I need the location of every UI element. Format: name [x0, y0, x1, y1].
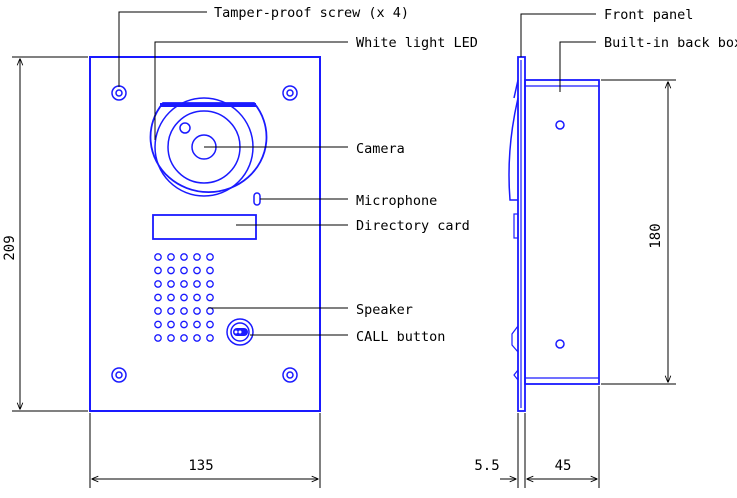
speaker-hole	[180, 320, 188, 329]
speaker-hole	[193, 334, 201, 342]
white-led-label: White light LED	[356, 35, 478, 51]
speaker-hole	[206, 320, 214, 329]
microphone-icon	[253, 192, 261, 206]
speaker-hole	[206, 307, 214, 315]
directory-card-slot	[152, 214, 257, 240]
microphone-label: Microphone	[356, 193, 437, 209]
speaker-grille	[154, 253, 214, 342]
width-dimension: 135	[89, 413, 321, 488]
tamper-screw-label: Tamper-proof screw (x 4)	[214, 5, 409, 21]
speaker-hole	[193, 307, 201, 315]
mounting-hole-icon	[555, 120, 565, 130]
speaker-hole	[154, 266, 162, 275]
tamper-screw-icon	[111, 85, 127, 101]
speaker-hole	[206, 266, 214, 275]
speaker-hole	[154, 253, 162, 261]
speaker-hole	[167, 320, 175, 329]
speaker-hole	[167, 334, 175, 342]
speaker-hole	[193, 293, 201, 302]
box-height-dimension: 180	[601, 79, 676, 385]
speaker-hole	[180, 307, 188, 315]
back-box-label: Built-in back box	[604, 35, 737, 51]
speaker-hole	[206, 293, 214, 302]
tamper-screw-icon	[282, 367, 298, 383]
speaker-hole	[180, 280, 188, 288]
speaker-hole	[167, 280, 175, 288]
panel-height-label: 209	[2, 235, 18, 260]
speaker-hole	[154, 334, 162, 342]
speaker-hole	[206, 334, 214, 342]
speaker-hole	[193, 266, 201, 275]
speaker-hole	[193, 280, 201, 288]
panel-width-label: 135	[188, 458, 213, 474]
directory-card-label: Directory card	[356, 218, 470, 234]
box-depth-label: 45	[555, 458, 572, 474]
camera-label: Camera	[356, 141, 405, 157]
depth-dimensions: 5.5 45	[474, 386, 600, 488]
front-panel-outline	[89, 56, 321, 412]
speaker-label: Speaker	[356, 302, 413, 318]
speaker-hole	[193, 253, 201, 261]
call-button-icon	[226, 318, 254, 346]
box-height-label: 180	[648, 223, 664, 248]
speaker-hole	[167, 293, 175, 302]
front-view	[89, 56, 321, 412]
call-button-label: CALL button	[356, 329, 445, 345]
back-box-side	[524, 79, 600, 385]
speaker-hole	[167, 266, 175, 275]
speaker-hole	[154, 320, 162, 329]
speaker-hole	[154, 293, 162, 302]
tamper-screw-icon	[111, 367, 127, 383]
front-panel-label: Front panel	[604, 7, 693, 23]
speaker-hole	[180, 293, 188, 302]
speaker-hole	[180, 334, 188, 342]
speaker-hole	[154, 307, 162, 315]
panel-thickness-label: 5.5	[474, 458, 499, 474]
speaker-hole	[206, 253, 214, 261]
callout-leaders-side	[520, 13, 596, 92]
callout-leaders-front	[118, 11, 348, 336]
speaker-hole	[154, 280, 162, 288]
speaker-hole	[167, 307, 175, 315]
tamper-screw-icon	[282, 85, 298, 101]
side-view	[508, 56, 600, 412]
speaker-hole	[206, 280, 214, 288]
height-dimension: 209	[2, 56, 88, 412]
speaker-hole	[193, 320, 201, 329]
speaker-hole	[167, 253, 175, 261]
speaker-hole	[180, 253, 188, 261]
mounting-hole-icon	[555, 339, 565, 349]
speaker-hole	[180, 266, 188, 275]
